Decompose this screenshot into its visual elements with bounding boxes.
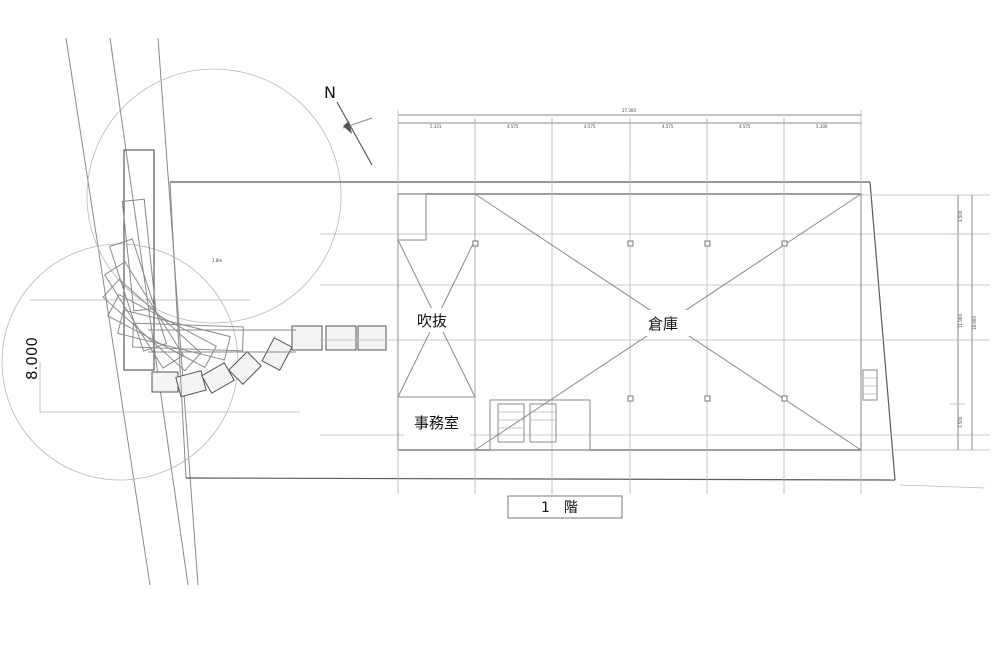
floor-label-box: 1 階 (507, 495, 623, 519)
top-span-dimension-3: 4.575 (584, 124, 596, 129)
top-span-dimension-1: 5.331 (430, 124, 442, 129)
room-label-fukinuke: 吹抜 (417, 312, 447, 330)
room-label-souko: 倉庫 (648, 315, 678, 333)
site-boundary (169, 181, 986, 489)
top-span-dimension-4: 4.575 (662, 124, 674, 129)
north-arrow: N (324, 83, 373, 166)
vehicle-swept-path: 1.8m (102, 149, 387, 398)
right-span-dimension-2: 11.900 (958, 314, 963, 328)
right-total-dimension: 18.900 (972, 316, 977, 330)
building-outline (397, 120, 878, 494)
right-span-dimension-3: 3.500 (958, 416, 963, 428)
top-span-dimension-2: 4.575 (507, 124, 519, 129)
right-span-dimension-1: 3.500 (958, 210, 963, 222)
radius-dimension-label: 8.000 (23, 337, 41, 380)
svg-text:1.8m: 1.8m (212, 258, 222, 263)
floor-label: 1 階 (541, 500, 578, 516)
top-total-dimension: 27.300 (622, 108, 636, 113)
top-dimension-chain: 27.300 5.331 4.575 4.575 4.575 4.575 5.3… (397, 108, 862, 172)
turning-circles (1, 68, 342, 481)
room-label-jimusho: 事務室 (414, 414, 459, 432)
right-dimension-chain: 3.500 11.900 3.500 18.900 (950, 195, 977, 450)
road-lines (30, 37, 250, 586)
top-span-dimension-6: 5.300 (816, 124, 828, 129)
north-label: N (324, 83, 336, 102)
top-span-dimension-5: 4.575 (739, 124, 751, 129)
